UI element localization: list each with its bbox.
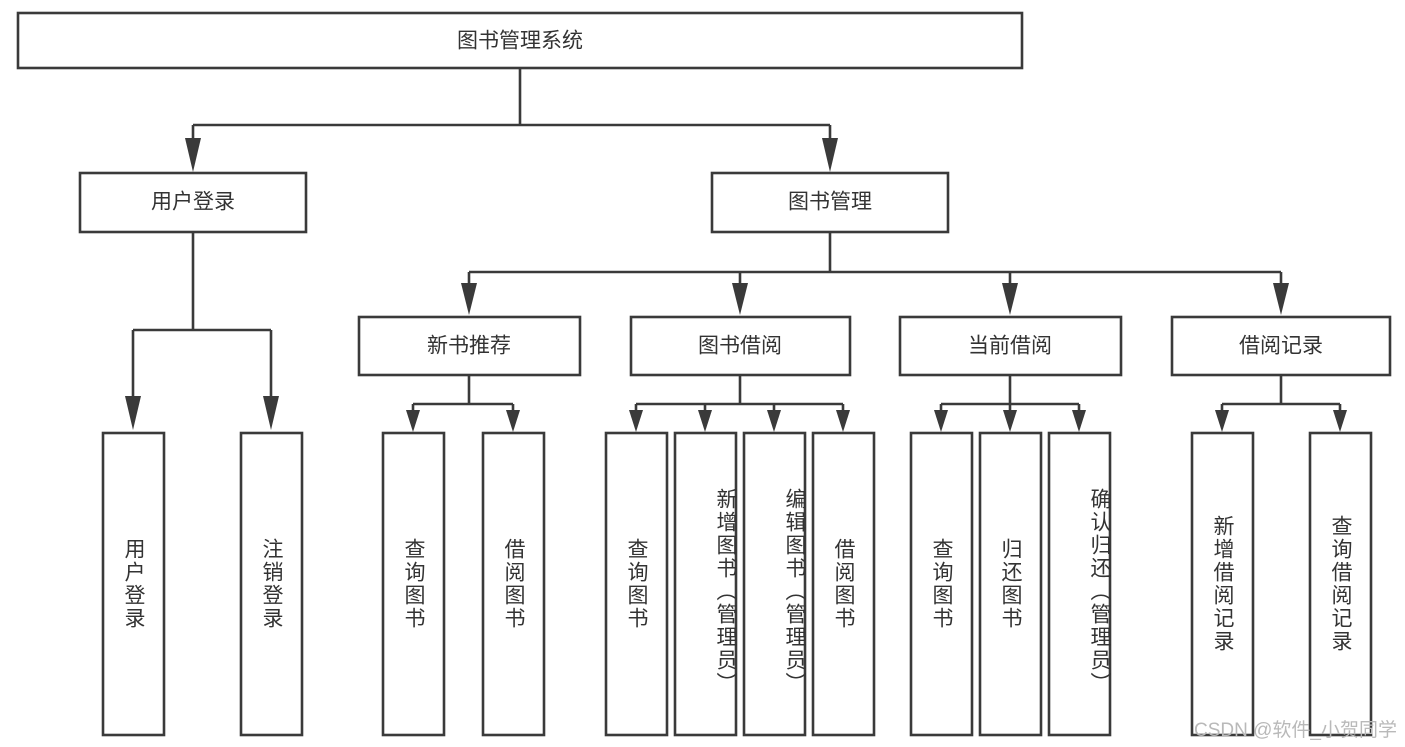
arrow-head-user-login (185, 138, 201, 172)
connector-book-mgmt-to-level3 (461, 232, 1289, 315)
node-book-management[interactable] (710, 171, 950, 234)
arrow-head-book-borrow (732, 283, 748, 315)
leaf-bb-edit-book[interactable] (742, 431, 807, 737)
node-book-borrow[interactable] (629, 315, 852, 377)
leaf-cb-query-book[interactable] (909, 431, 974, 737)
arrow-head-cb-leaf-2 (1003, 410, 1017, 432)
leaf-nb-query-book[interactable] (381, 431, 446, 737)
node-current-borrow-label: 当前借阅 (968, 335, 1052, 358)
node-new-book-recommend-label: 新书推荐 (427, 335, 511, 358)
arrow-head-bb-leaf-1 (629, 410, 643, 432)
leaf-cb-return-book[interactable] (978, 431, 1043, 737)
connector-borrow-record-to-leaves (1215, 375, 1347, 432)
leaf-br-add-record[interactable] (1190, 431, 1255, 737)
connector-root-to-level2 (185, 68, 838, 172)
arrow-head-cb-leaf-1 (934, 410, 948, 432)
leaf-bb-add-book[interactable] (673, 431, 738, 737)
leaf-br-query-record[interactable] (1308, 431, 1373, 737)
arrow-head-borrow-record (1273, 283, 1289, 315)
node-root[interactable] (16, 11, 1024, 70)
arrow-head-br-leaf-2 (1333, 410, 1347, 432)
arrow-head-book-mgmt (822, 138, 838, 172)
node-root-label: 图书管理系统 (457, 30, 583, 53)
arrow-head-current-borrow (1002, 283, 1018, 315)
node-user-login-label: 用户登录 (151, 191, 235, 214)
node-current-borrow[interactable] (898, 315, 1123, 377)
arrow-head-leaf-logout (263, 396, 279, 430)
arrow-head-nb-leaf-2 (506, 410, 520, 432)
arrow-head-bb-leaf-3 (767, 410, 781, 432)
arrow-head-br-leaf-1 (1215, 410, 1229, 432)
node-borrow-record[interactable] (1170, 315, 1392, 377)
arrow-head-bb-leaf-4 (836, 410, 850, 432)
node-borrow-record-label: 借阅记录 (1239, 335, 1323, 358)
leaf-bb-query-book[interactable] (604, 431, 669, 737)
arrow-head-cb-leaf-3 (1072, 410, 1086, 432)
csdn-watermark: CSDN @软件_小贺同学 (1194, 720, 1397, 741)
connector-user-login-to-leaves (125, 232, 279, 430)
leaf-user-login[interactable] (101, 431, 166, 737)
leaf-logout[interactable] (239, 431, 304, 737)
connector-book-borrow-to-leaves (629, 375, 850, 432)
node-book-management-label: 图书管理 (788, 191, 872, 214)
arrow-head-new-book (461, 283, 477, 315)
leaf-bb-borrow-book[interactable] (811, 431, 876, 737)
node-book-borrow-label: 图书借阅 (698, 335, 782, 358)
connector-current-borrow-to-leaves (934, 375, 1086, 432)
node-new-book-recommend[interactable] (357, 315, 582, 377)
arrow-head-leaf-user-login (125, 396, 141, 430)
arrow-head-bb-leaf-2 (698, 410, 712, 432)
arrow-head-nb-leaf-1 (406, 410, 420, 432)
leaf-cb-confirm-return[interactable] (1047, 431, 1112, 737)
connector-new-book-to-leaves (406, 375, 520, 432)
node-user-login[interactable] (78, 171, 308, 234)
leaf-nb-borrow-book[interactable] (481, 431, 546, 737)
